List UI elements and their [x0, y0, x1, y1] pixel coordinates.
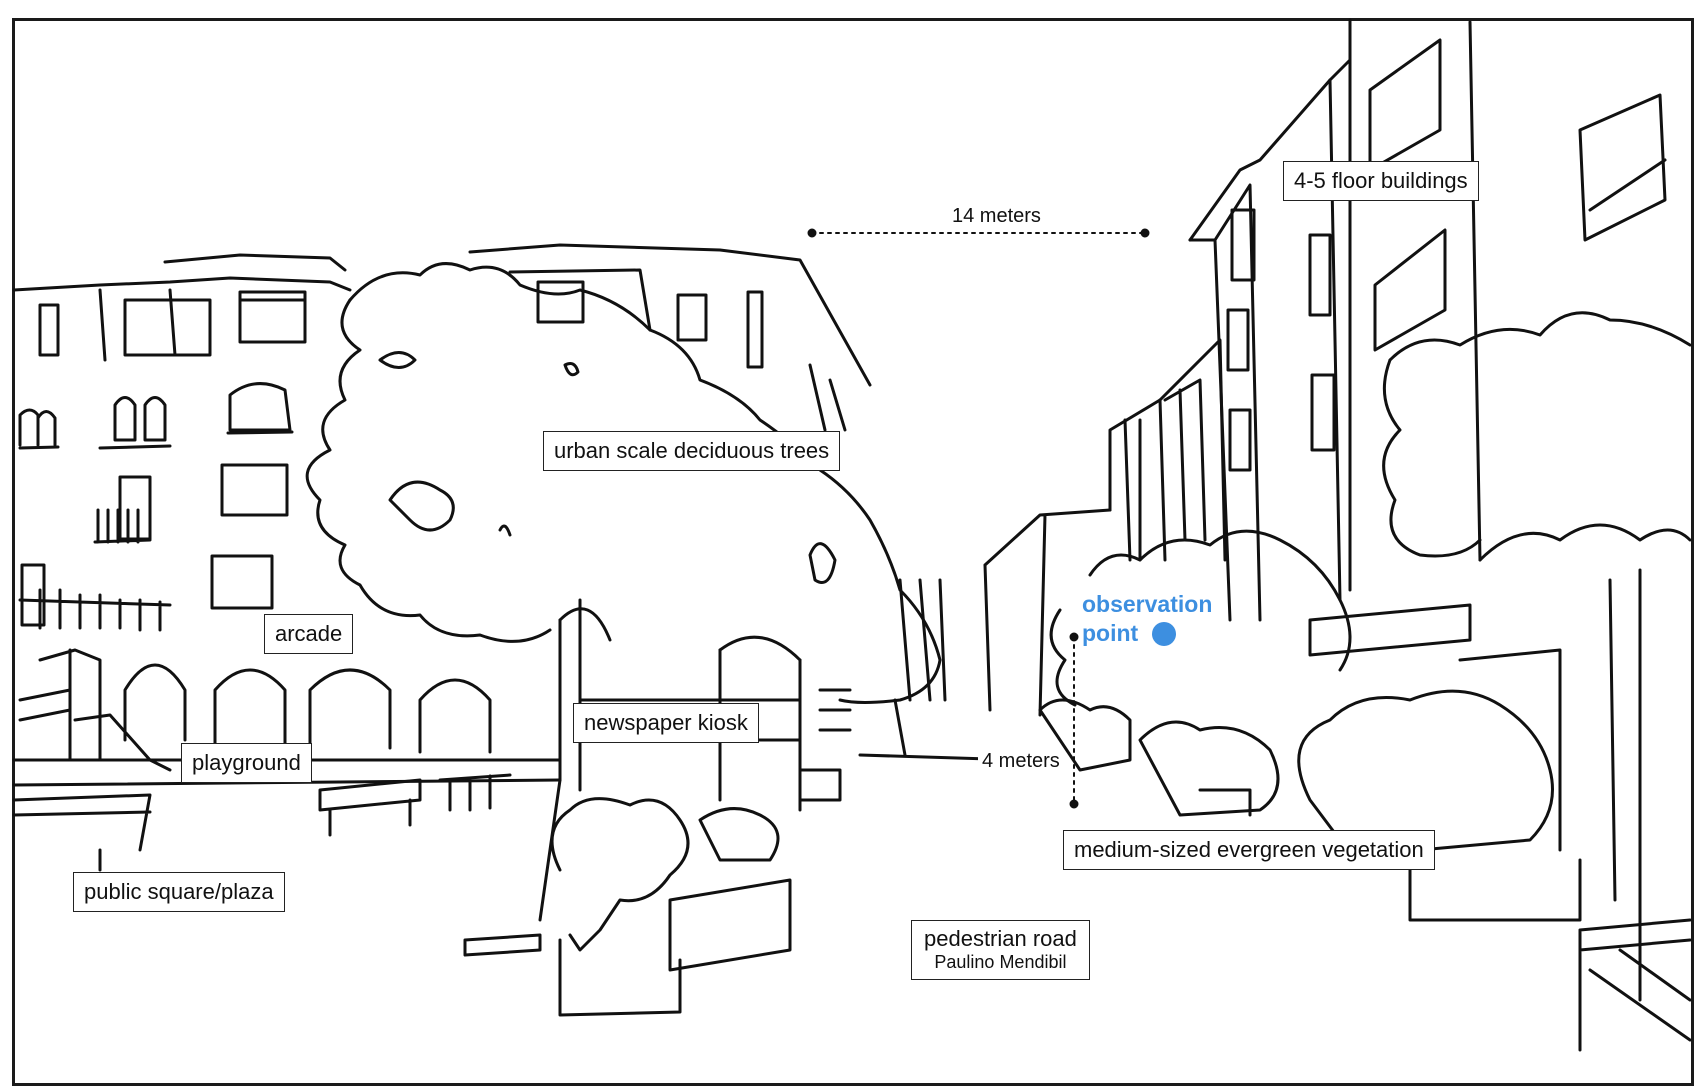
left-buildings — [12, 253, 562, 872]
right-tall-building — [1188, 18, 1667, 622]
right-planters — [1297, 568, 1692, 1052]
label-public-square: public square/plaza — [73, 872, 285, 913]
right-trees — [1038, 311, 1692, 817]
label-evergreen-vegetation: medium-sized evergreen vegetation — [1063, 830, 1435, 871]
road-title: pedestrian road — [924, 926, 1077, 951]
sketch-frame — [12, 18, 1694, 1086]
label-4-5-floor-buildings: 4-5 floor buildings — [1283, 161, 1479, 202]
dimension-height-label: 4 meters — [978, 750, 1064, 773]
label-newspaper-kiosk: newspaper kiosk — [573, 703, 759, 744]
observation-point-label: observation point — [1082, 590, 1212, 648]
kiosk — [538, 598, 852, 922]
observation-line1: observation — [1082, 591, 1213, 617]
label-playground: playground — [181, 743, 312, 784]
label-pedestrian-road: pedestrian road Paulino Mendibil — [911, 920, 1090, 980]
observation-point-marker — [1152, 622, 1176, 646]
center-building — [468, 243, 872, 432]
label-deciduous-trees: urban scale deciduous trees — [543, 431, 841, 472]
label-arcade: arcade — [264, 614, 354, 655]
road-name: Paulino Mendibil — [934, 952, 1067, 973]
dimension-lines — [807, 228, 1150, 809]
deciduous-tree — [305, 262, 942, 704]
dimension-width-label: 14 meters — [948, 205, 1045, 228]
observation-line2: point — [1082, 619, 1139, 646]
foreground-planters — [463, 768, 842, 1017]
